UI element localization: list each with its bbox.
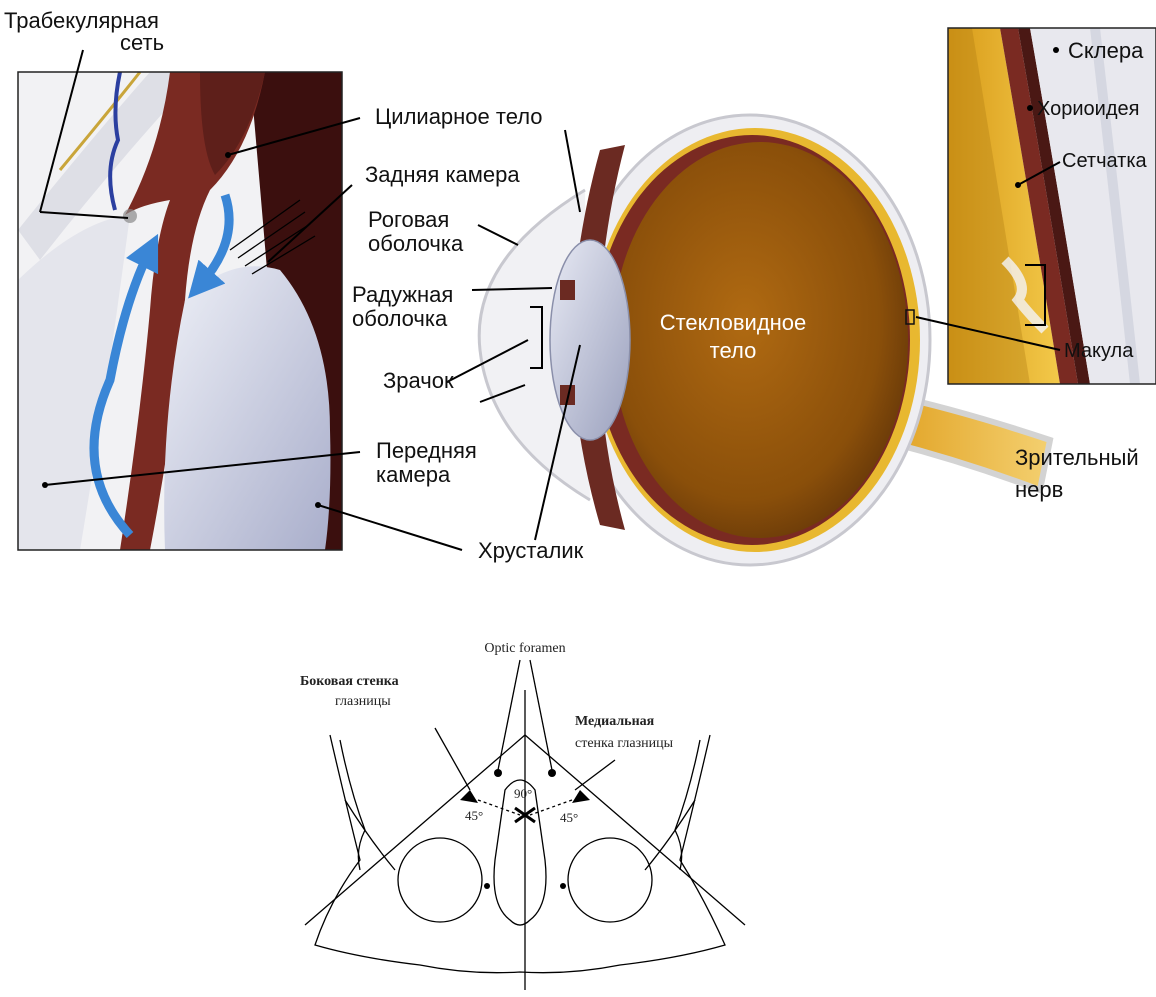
label-medial-wall-line1: Медиальная — [575, 714, 655, 729]
label-anterior-chamber-line1: Передняя — [376, 438, 477, 463]
label-trabecular-line2: сеть — [120, 30, 164, 55]
label-angle-right: 45° — [560, 810, 578, 825]
nasal-region — [494, 780, 546, 925]
label-iris-line2: оболочка — [352, 306, 448, 331]
label-optic-foramen: Optic foramen — [484, 641, 565, 656]
label-cornea-line1: Роговая — [368, 207, 449, 232]
label-lateral-wall-line1: Боковая стенка — [300, 674, 399, 689]
label-angle-center: 90° — [514, 786, 532, 801]
anterior-segment-inset — [18, 72, 342, 550]
label-optic-nerve-line1: Зрительный — [1015, 445, 1139, 470]
label-iris-line1: Радужная — [352, 282, 453, 307]
label-angle-left: 45° — [465, 808, 483, 823]
label-lens: Хрусталик — [478, 538, 584, 563]
label-posterior-chamber: Задняя камера — [365, 162, 520, 187]
left-orbit — [398, 838, 482, 922]
label-macula: Макула — [1064, 340, 1134, 362]
label-choroid: Хориоидея — [1037, 98, 1139, 120]
label-medial-wall-line2: стенка глазницы — [575, 736, 674, 751]
label-cornea-line2: оболочка — [368, 231, 464, 256]
vitreous-body — [612, 142, 908, 538]
label-vitreous-line1: Стекловидное — [660, 310, 807, 335]
label-sclera: Склера — [1068, 38, 1144, 63]
label-lateral-wall-line2: глазницы — [335, 694, 391, 709]
label-anterior-chamber-line2: камера — [376, 462, 451, 487]
right-orbit — [568, 838, 652, 922]
label-retina: Сетчатка — [1062, 150, 1148, 172]
lens — [550, 240, 630, 440]
label-ciliary-body: Цилиарное тело — [375, 104, 543, 129]
label-vitreous-line2: тело — [710, 338, 757, 363]
label-pupil: Зрачок — [383, 368, 454, 393]
orbit-diagram: 90° 45° 45° Optic foramen Боковая стенка… — [300, 641, 745, 990]
label-optic-nerve-line2: нерв — [1015, 477, 1063, 502]
